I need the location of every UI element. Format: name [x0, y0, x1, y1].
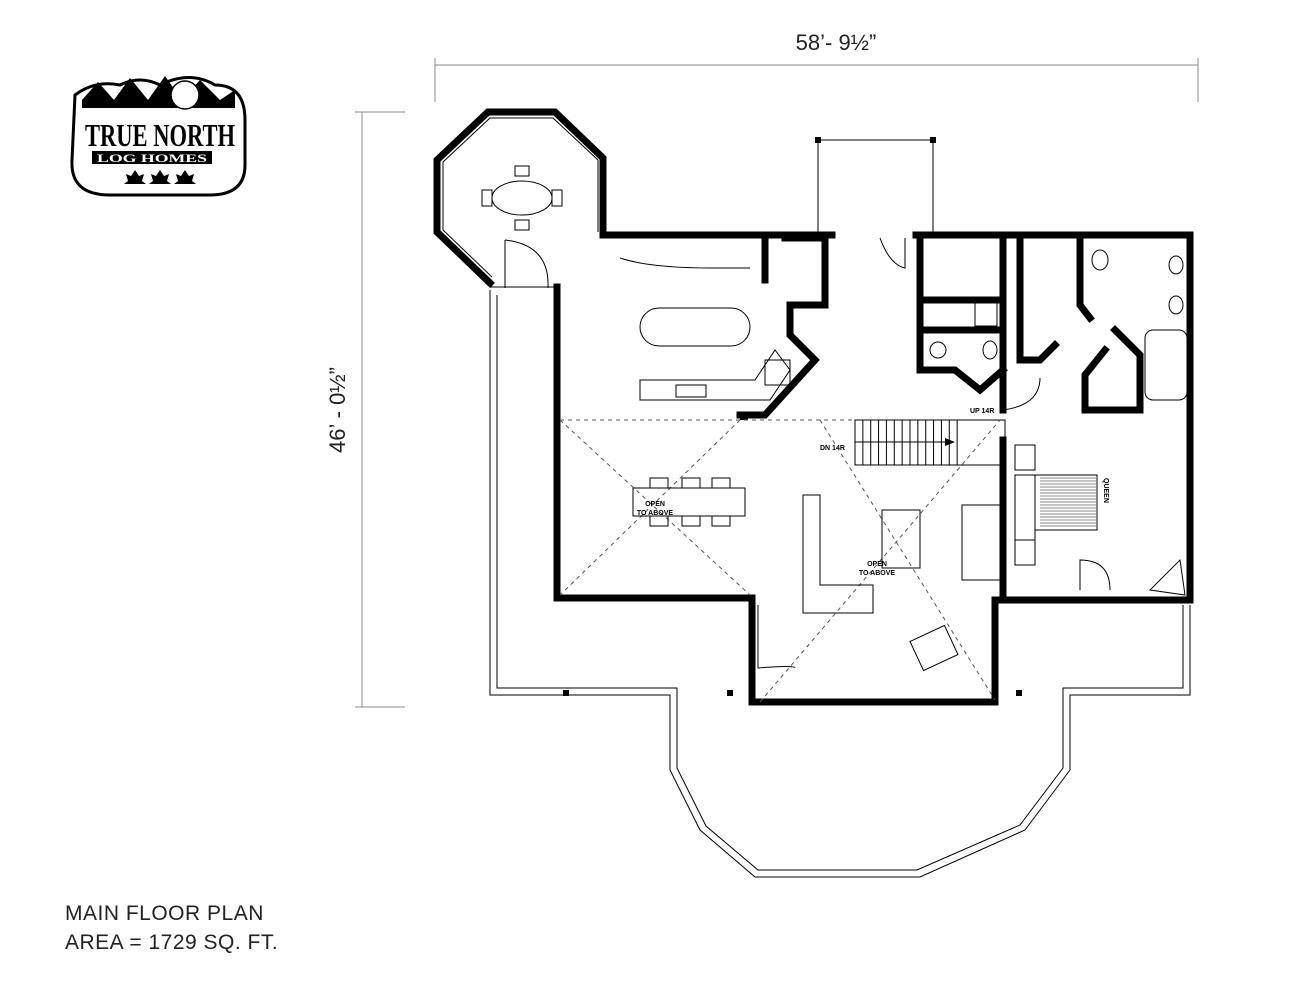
exterior-walls [490, 231, 1194, 706]
svg-text:TO ABOVE: TO ABOVE [637, 510, 674, 517]
svg-text:46’ - 0½”: 46’ - 0½” [325, 367, 350, 453]
svg-text:UP 14R: UP 14R [970, 408, 994, 415]
furniture: QUEEN [632, 444, 1186, 672]
sunroom [433, 108, 607, 288]
svg-text:LOG HOMES: LOG HOMES [97, 151, 207, 165]
staircase: UP 14R DN 14R [820, 408, 1006, 466]
svg-text:DN 14R: DN 14R [820, 445, 845, 452]
bathrooms [916, 234, 1188, 414]
true-north-logo: TRUE NORTH LOG HOMES [70, 76, 247, 197]
doors [504, 237, 1041, 669]
wraparound-deck [489, 137, 1191, 878]
depth-dimension: 46’ - 0½” [325, 111, 405, 708]
svg-text:58’- 9½”: 58’- 9½” [796, 30, 877, 55]
svg-text:OPEN: OPEN [867, 561, 887, 568]
maple-leaf-icon [124, 170, 196, 184]
plan-area: AREA = 1729 SQ. FT. [65, 931, 279, 954]
svg-text:QUEEN: QUEEN [1102, 478, 1109, 503]
open-to-above: OPEN TO ABOVE OPEN TO ABOVE [559, 419, 1001, 703]
svg-text:TRUE NORTH: TRUE NORTH [85, 117, 235, 153]
plan-title: MAIN FLOOR PLAN [65, 902, 264, 925]
svg-text:OPEN: OPEN [645, 501, 665, 508]
svg-text:TO ABOVE: TO ABOVE [859, 570, 896, 577]
width-dimension: 58’- 9½” [434, 30, 1199, 102]
kitchen [619, 234, 829, 420]
